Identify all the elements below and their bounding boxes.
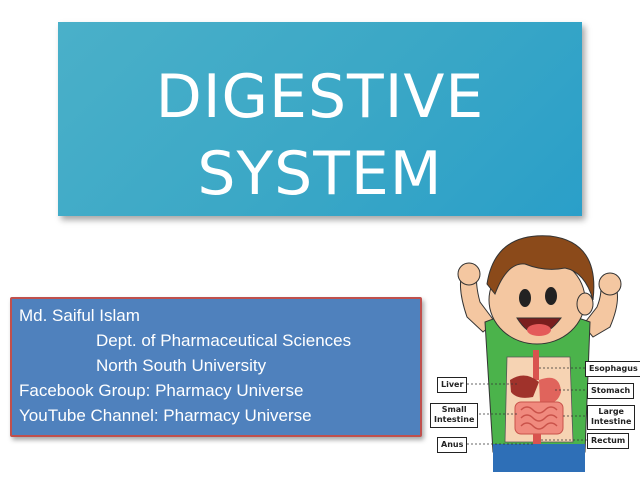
- boy-illustration: [457, 235, 622, 472]
- label-rectum: Rectum: [587, 433, 630, 449]
- title-line-2: SYSTEM: [197, 139, 443, 209]
- author-name: Md. Saiful Islam: [19, 306, 140, 325]
- label-stomach: Stomach: [587, 383, 635, 399]
- label-large-intestine-line1: Large: [598, 407, 624, 416]
- youtube-channel: YouTube Channel: Pharmacy Universe: [19, 406, 312, 425]
- author-department: Dept. of Pharmaceutical Sciences: [96, 331, 352, 350]
- digestive-system-illustration: Liver Small Intestine Anus Esophagus Sto…: [425, 222, 640, 472]
- label-anus: Anus: [437, 437, 468, 453]
- author-university: North South University: [96, 356, 267, 375]
- author-info-box: Md. Saiful Islam Dept. of Pharmaceutical…: [10, 297, 422, 437]
- label-small-intestine: Small Intestine: [430, 403, 479, 428]
- label-small-intestine-line1: Small: [441, 405, 467, 414]
- label-small-intestine-line2: Intestine: [434, 415, 475, 424]
- title-line-1: DIGESTIVE: [155, 62, 485, 132]
- facebook-group: Facebook Group: Pharmacy Universe: [19, 381, 304, 400]
- label-large-intestine-line2: Intestine: [591, 417, 632, 426]
- label-large-intestine: Large Intestine: [587, 405, 636, 430]
- title-banner: DIGESTIVE SYSTEM: [58, 22, 582, 216]
- label-esophagus: Esophagus: [585, 361, 640, 377]
- label-liver: Liver: [437, 377, 468, 393]
